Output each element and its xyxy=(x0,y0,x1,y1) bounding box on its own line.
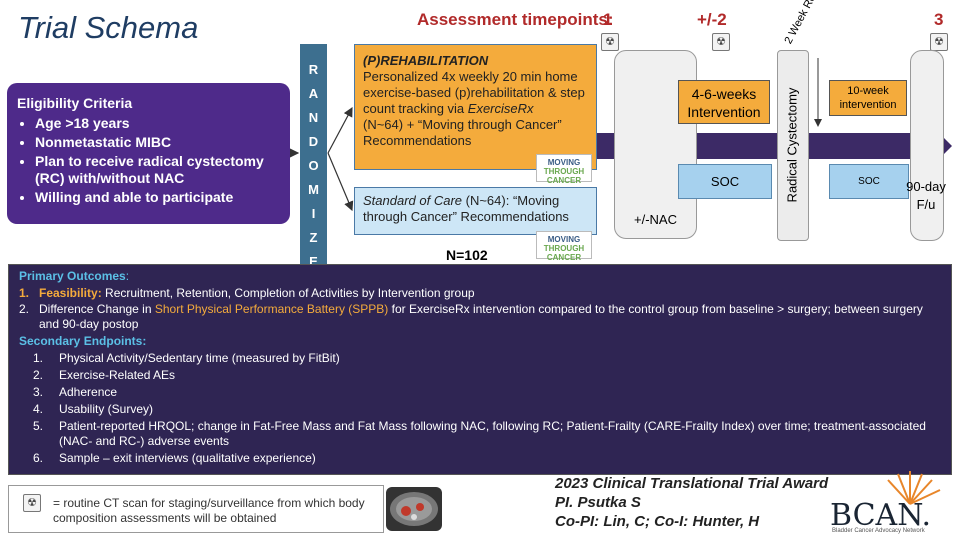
page-title: Trial Schema xyxy=(18,10,199,45)
endpoint-number: 3. xyxy=(33,385,44,399)
logo-line: CANCER xyxy=(546,253,582,262)
award-line: 2023 Clinical Translational Trial Award xyxy=(555,475,829,492)
eligibility-item: Age >18 years xyxy=(35,115,280,132)
ct-scan-icon: ☢ xyxy=(601,33,619,51)
award-info: 2023 Clinical Translational Trial Award … xyxy=(555,474,828,531)
logo-line: THROUGH xyxy=(543,244,585,253)
arrow-to-prehab xyxy=(327,106,353,154)
randomize-letter: A xyxy=(308,86,319,101)
outcome-lead: Feasibility: xyxy=(39,286,102,300)
secondary-endpoint: 4. Usability (Survey) xyxy=(19,402,941,417)
secondary-endpoint: 3. Adherence xyxy=(19,385,941,400)
nac-phase-column xyxy=(614,50,697,239)
assessment-label: Assessment timepoints: xyxy=(417,10,614,29)
legend-text: = routine CT scan for staging/surveillan… xyxy=(53,496,365,525)
randomize-letter: N xyxy=(308,110,319,125)
moving-through-cancer-logo: MOVING THROUGH CANCER xyxy=(536,154,592,185)
followup-label: 90-day F/u xyxy=(906,179,946,212)
eligibility-item: Willing and able to participate xyxy=(35,189,280,206)
exrx-label: ExerciseRx xyxy=(467,101,534,116)
randomize-letter: O xyxy=(308,158,319,173)
award-line: PI. Psutka S xyxy=(555,494,641,511)
logo-line: THROUGH xyxy=(543,167,585,176)
eligibility-item: Nonmetastatic MIBC xyxy=(35,134,280,151)
endpoint-text: Adherence xyxy=(59,385,118,399)
randomize-bar: R A N D O M I Z E xyxy=(300,44,327,269)
primary-heading: Primary Outcomes xyxy=(19,269,126,283)
intervention-box-postop: 10-week intervention xyxy=(829,80,907,116)
outcomes-panel: Primary Outcomes: 1. Feasibility: Recrui… xyxy=(8,264,952,475)
prehab-title: (P)REHABILITATION xyxy=(363,53,489,68)
prehab-arm-box: (P)REHABILITATION Personalized 4x weekly… xyxy=(354,44,597,170)
randomize-letter: D xyxy=(308,134,319,149)
logo-line: MOVING xyxy=(547,158,581,167)
outcome-text: for ExerciseRx intervention compared to … xyxy=(39,302,923,331)
eligibility-item: Plan to receive radical cystectomy (RC) … xyxy=(35,153,280,187)
outcome-text: Recruitment, Retention, Completion of Ac… xyxy=(101,286,475,300)
total-n: N=102 xyxy=(446,247,488,263)
endpoint-text: Exercise-Related AEs xyxy=(59,368,176,382)
award-line: Co-PI: Lin, C; Co-I: Hunter, H xyxy=(555,513,760,530)
outcome-highlight: Short Physical Performance Battery (SPPB… xyxy=(154,302,389,316)
bcan-logo: BCAN. xyxy=(830,498,932,533)
outcome-text: Difference Change in xyxy=(39,302,155,316)
soc-box-preop: SOC xyxy=(678,164,772,199)
timepoint-1: 1 xyxy=(603,10,613,29)
secondary-endpoint: 5. Patient-reported HRQOL; change in Fat-… xyxy=(19,419,941,449)
outcome-number: 2. xyxy=(19,302,30,316)
primary-outcome: 1. Feasibility: Recruitment, Retention, … xyxy=(19,286,941,301)
rc-phase-column xyxy=(777,50,809,241)
ct-scan-graphic xyxy=(390,492,438,526)
randomize-letter: E xyxy=(309,254,318,269)
randomize-letter: M xyxy=(308,182,319,197)
followup-column xyxy=(910,50,944,241)
logo-line: MOVING xyxy=(547,235,581,244)
secondary-endpoint: 6. Sample – exit interviews (qualitative … xyxy=(19,451,941,466)
eligibility-heading: Eligibility Criteria xyxy=(17,95,133,111)
outcome-number: 1. xyxy=(19,286,30,300)
ct-legend: ☢ = routine CT scan for staging/surveill… xyxy=(8,485,384,533)
secondary-endpoint: 1. Physical Activity/Sedentary time (meas… xyxy=(19,351,941,366)
intervention-box-preop: 4-6-weeks Intervention xyxy=(678,80,770,124)
rc-label-wrap: Radical Cystectomy xyxy=(777,50,807,239)
soc-title: Standard of Care xyxy=(363,193,463,208)
ct-scan-icon: ☢ xyxy=(930,33,948,51)
randomize-letter: I xyxy=(311,206,316,221)
endpoint-number: 1. xyxy=(33,351,44,365)
prehab-text: Personalized 4x weekly 20 min home exerc… xyxy=(363,69,585,116)
soc-arm-box: Standard of Care (N~64): “Moving through… xyxy=(354,187,597,235)
randomize-letter: Z xyxy=(309,230,318,245)
bcan-tagline: Bladder Cancer Advocacy Network xyxy=(832,528,925,534)
endpoint-text: Patient-reported HRQOL; change in Fat-Fr… xyxy=(59,419,926,448)
endpoint-text: Physical Activity/Sedentary time (measur… xyxy=(59,351,340,365)
bcan-sun-icon xyxy=(887,471,941,505)
endpoint-number: 2. xyxy=(33,368,44,382)
endpoint-text: Sample – exit interviews (qualitative ex… xyxy=(59,451,316,465)
primary-outcome: 2. Difference Change in Short Physical P… xyxy=(19,302,941,332)
timepoint-2: +/-2 xyxy=(697,10,727,29)
logo-line: CANCER xyxy=(546,176,582,185)
timepoint-3: 3 xyxy=(934,10,944,29)
ct-scan-icon: ☢ xyxy=(712,33,730,51)
rc-label: Radical Cystectomy xyxy=(784,87,800,202)
eligibility-box: Eligibility Criteria Age >18 years Nonme… xyxy=(7,83,290,224)
secondary-endpoint: 2. Exercise-Related AEs xyxy=(19,368,941,383)
prehab-text-2: (N~64) + “Moving through Cancer” Recomme… xyxy=(363,117,562,148)
ct-scan-icon: ☢ xyxy=(23,494,41,512)
endpoint-number: 4. xyxy=(33,402,44,416)
secondary-heading: Secondary Endpoints: xyxy=(19,334,147,348)
soc-box-postop: SOC xyxy=(829,164,909,199)
nac-label: +/-NAC xyxy=(634,212,677,227)
endpoint-number: 5. xyxy=(33,419,44,433)
moving-through-cancer-logo: MOVING THROUGH CANCER xyxy=(536,231,592,262)
arrow-to-soc xyxy=(327,152,354,212)
soc-text: (N~64): “Moving through Cancer” Recommen… xyxy=(363,193,569,224)
ct-scan-image xyxy=(386,487,442,531)
endpoint-number: 6. xyxy=(33,451,44,465)
endpoint-text: Usability (Survey) xyxy=(59,402,154,416)
randomize-letter: R xyxy=(308,62,319,77)
